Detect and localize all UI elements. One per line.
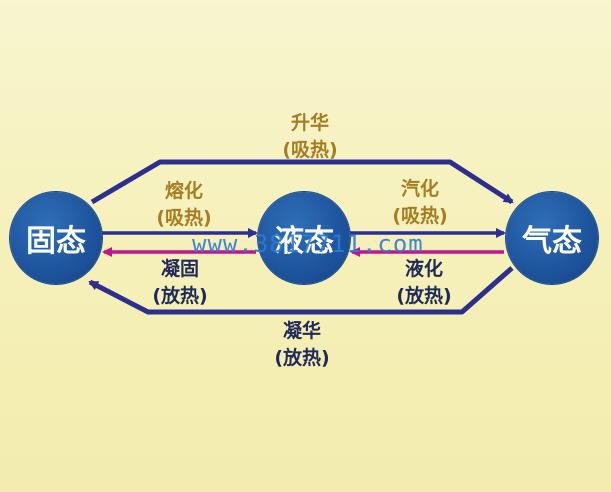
label-deposition-name: 凝华 — [282, 320, 321, 342]
label-sublimation: 升华 (吸热) — [270, 110, 350, 164]
node-solid: 固态 — [10, 192, 102, 284]
label-deposition: 凝华 (放热) — [262, 318, 342, 372]
node-gas: 气态 — [506, 192, 598, 284]
arrow-deposition — [88, 266, 514, 315]
label-vaporization-name: 汽化 — [400, 178, 439, 200]
watermark-url: www.3817711.com — [192, 230, 424, 258]
label-vaporization: 汽化 (吸热) — [380, 176, 460, 230]
label-solidification-heat: (放热) — [152, 285, 208, 307]
label-melting: 熔化 (吸热) — [144, 178, 224, 232]
node-liquid: 液态 — [258, 192, 350, 284]
label-sublimation-name: 升华 — [290, 112, 329, 134]
label-vaporization-heat: (吸热) — [392, 205, 448, 227]
label-deposition-heat: (放热) — [274, 347, 330, 369]
label-liquefaction: 液化 (放热) — [384, 256, 464, 310]
label-solidification-name: 凝固 — [160, 258, 199, 280]
label-melting-name: 熔化 — [164, 180, 203, 202]
label-liquefaction-heat: (放热) — [396, 285, 452, 307]
arrow-sublimation — [90, 159, 514, 205]
label-liquefaction-name: 液化 — [404, 258, 443, 280]
label-solidification: 凝固 (放热) — [140, 256, 220, 310]
label-sublimation-heat: (吸热) — [282, 139, 338, 161]
label-melting-heat: (吸热) — [156, 207, 212, 229]
